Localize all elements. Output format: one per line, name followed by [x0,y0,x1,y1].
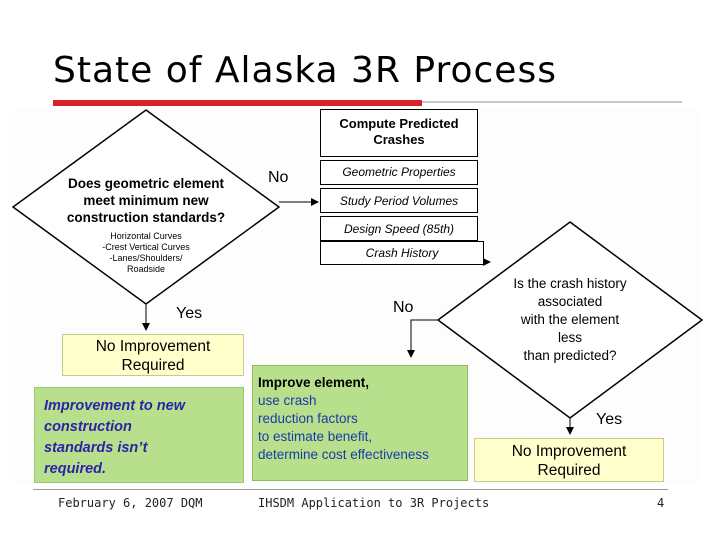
footer-date: February 6, 2007 DQM [58,496,203,510]
callout-line: Improvement to new [44,398,185,414]
title-accent-bar [53,100,422,106]
compute-item-label: Geometric Properties [342,165,456,179]
diamond2-line: with the element [520,312,620,327]
label-no-1: No [268,169,289,186]
diamond2-line: Is the crash history [513,276,627,291]
slide-title: State of Alaska 3R Process [53,50,557,91]
compute-header: Compute Predicted Crashes [320,116,478,148]
no-improvement-right-label: No Improvement Required [474,442,664,480]
improve-element-line: reduction factors [258,411,358,426]
no-improvement-line: No Improvement [511,443,627,460]
title-rule [422,101,682,103]
callout-line: standards isn’t [44,440,148,456]
footer-page-number: 4 [657,496,665,510]
no-improvement-line: Required [121,357,185,374]
no-improvement-line: Required [537,462,601,479]
compute-item-volumes: Study Period Volumes [320,188,478,213]
sublist-item: Horizontal Curves [110,231,182,241]
improve-element-line: determine cost effectiveness [258,447,429,462]
diamond1-line: meet minimum new [83,193,209,208]
no-improvement-left-label: No Improvement Required [62,337,244,375]
label-yes-1: Yes [176,305,203,322]
footer-rule [33,489,668,490]
sublist-item: Roadside [126,264,166,274]
compute-item-label: Design Speed (85th) [343,222,455,236]
footer-title: IHSDM Application to 3R Projects [258,496,490,510]
no-improvement-left-box [62,334,244,376]
compute-header-line: Compute Predicted [339,116,459,131]
label-no-2: No [393,299,414,316]
callout-line: construction [44,419,132,435]
compute-item-geometric: Geometric Properties [320,160,478,185]
callout-text: Improvement to new construction standard… [44,396,185,480]
improve-element-line: to estimate benefit, [258,429,373,444]
diamond2-line: less [557,330,582,345]
improve-element-box [252,365,468,481]
diamond2-line: than predicted? [523,348,617,363]
callout-box [34,387,244,483]
diamond1-sublist: Horizontal Curves -Crest Vertical Curves… [86,231,206,275]
arrow-no-2 [407,319,438,358]
no-improvement-right-box [474,438,664,482]
sublist-item: -Lanes/Shoulders/ [109,253,183,263]
compute-header-box [320,109,478,157]
compute-header-line: Crashes [373,132,425,147]
improve-element-line: use crash [258,393,317,408]
diamond1-line: construction standards? [66,210,226,225]
compute-item-crash-history: Crash History [320,241,484,265]
diamond2-line: associated [537,294,603,309]
compute-item-label: Crash History [365,246,439,260]
compute-item-label: Study Period Volumes [339,194,459,208]
diamond1-question: Does geometric element meet minimum new … [40,175,252,226]
improve-element-text: Improve element, use crash reduction fac… [258,374,429,464]
callout-line: required. [44,461,107,477]
sublist-item: -Crest Vertical Curves [102,242,190,252]
diamond1-line: Does geometric element [67,176,225,191]
label-yes-2: Yes [596,411,623,428]
diamond2-question: Is the crash history associated with the… [480,275,660,365]
improve-element-heading: Improve element, [258,375,370,390]
compute-item-speed: Design Speed (85th) [320,216,478,241]
no-improvement-line: No Improvement [95,338,211,355]
